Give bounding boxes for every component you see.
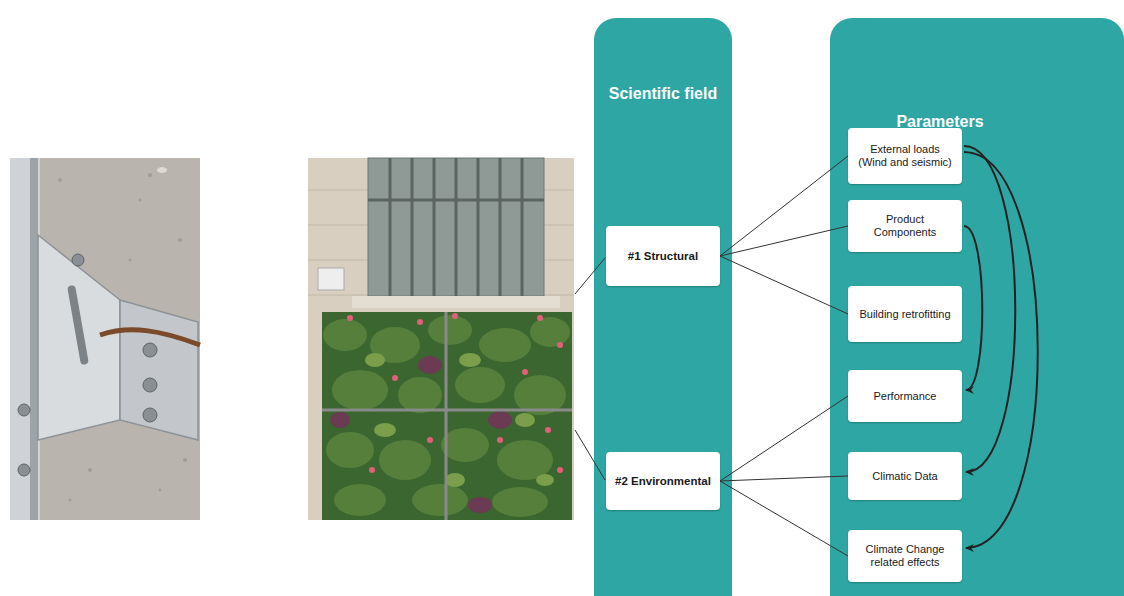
photo-leader-lines: [575, 258, 605, 480]
parameter-box: #1 Structural: [606, 226, 720, 286]
planter-rails: [322, 312, 572, 520]
leader-line: [575, 430, 605, 480]
box-label: Product Components: [855, 213, 955, 239]
connector-line: [720, 396, 848, 481]
wall-plug: [157, 167, 167, 173]
parameter-box: Product Components: [848, 200, 962, 252]
parameter-box: Performance: [848, 370, 962, 422]
concrete-wall: [10, 158, 200, 520]
connector-line: [720, 476, 848, 481]
influence-arrow: [964, 226, 982, 390]
connector-line: [720, 256, 848, 314]
bracket-slot: [67, 285, 89, 365]
box-label: External loads (Wind and seismic): [855, 143, 955, 169]
influence-arrow: [964, 152, 1038, 548]
box-label: Climatic Data: [872, 470, 937, 483]
aluminium-rail: [10, 158, 40, 520]
bracket-arm: [38, 235, 120, 440]
field-panel: ParametersExternal loads (Wind and seism…: [830, 18, 1124, 596]
box-label: Climate Change related effects: [855, 543, 955, 569]
rail-edge: [30, 158, 38, 520]
edge-group: [720, 146, 1038, 556]
influence-arrow: [964, 146, 1015, 472]
green-wall-photo: [308, 158, 574, 520]
box-label: Performance: [874, 390, 937, 403]
window-sill: [352, 296, 560, 308]
field-panel: Scientific field #1 Structural #2 Environm…: [594, 18, 732, 596]
parameter-box: #2 Environmental: [606, 452, 720, 510]
connector-line: [720, 226, 848, 256]
parameter-box: Climatic Data: [848, 452, 962, 500]
facade: [308, 158, 574, 520]
dark-foliage: [330, 356, 512, 513]
connector-line: [720, 156, 848, 256]
bracket-flange: [120, 300, 198, 440]
plant-panel: [322, 312, 572, 520]
parameter-box: External loads (Wind and seismic): [848, 128, 962, 184]
light-foliage: [365, 353, 554, 487]
junction-box: [318, 268, 344, 290]
box-label: #2 Environmental: [615, 475, 711, 488]
box-label: Building retrofitting: [859, 308, 950, 321]
flowers: [347, 313, 563, 473]
leader-line: [575, 258, 605, 294]
cable: [100, 330, 200, 345]
window: [368, 158, 544, 296]
connector-line: [720, 481, 848, 556]
window-bars: [368, 158, 544, 296]
bracket-bolts: [18, 254, 157, 476]
panel-heading: Scientific field: [594, 84, 732, 103]
parameter-box: Building retrofitting: [848, 286, 962, 342]
bracket-photo: [10, 158, 200, 520]
box-label: #1 Structural: [628, 250, 698, 263]
parameter-box: Climate Change related effects: [848, 530, 962, 582]
